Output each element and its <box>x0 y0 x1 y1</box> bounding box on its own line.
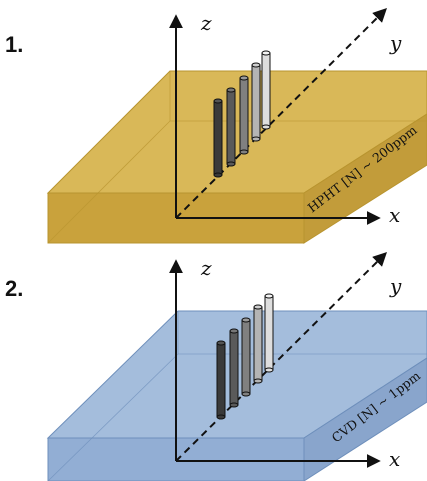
pillar-4 <box>251 62 261 142</box>
pillar-5 <box>261 50 271 130</box>
slab-side-face <box>303 357 427 481</box>
y-axis <box>175 8 387 219</box>
z-axis-label: z <box>200 256 212 280</box>
x-axis-label: x <box>389 203 400 227</box>
pillar-2 <box>226 87 236 167</box>
y-axis-label: y <box>389 31 402 55</box>
x-axis-label: x <box>389 447 400 471</box>
y-axis-label: y <box>389 274 402 298</box>
z-axis-label: z <box>200 11 212 35</box>
pillar-3 <box>239 75 249 155</box>
slab-side-face <box>303 113 427 244</box>
pillar-3 <box>241 317 251 397</box>
panel-1: 1. z x y <box>5 8 427 244</box>
panel-number: 2. <box>5 276 23 301</box>
pillar-4 <box>253 304 263 384</box>
pillar-1 <box>216 340 226 420</box>
panel-2: 2. z x y <box>5 252 427 481</box>
pillar-2 <box>229 328 239 408</box>
pillar-5 <box>264 293 274 373</box>
panel-number: 1. <box>5 32 23 57</box>
pillar-1 <box>213 98 223 178</box>
y-axis <box>175 252 387 462</box>
